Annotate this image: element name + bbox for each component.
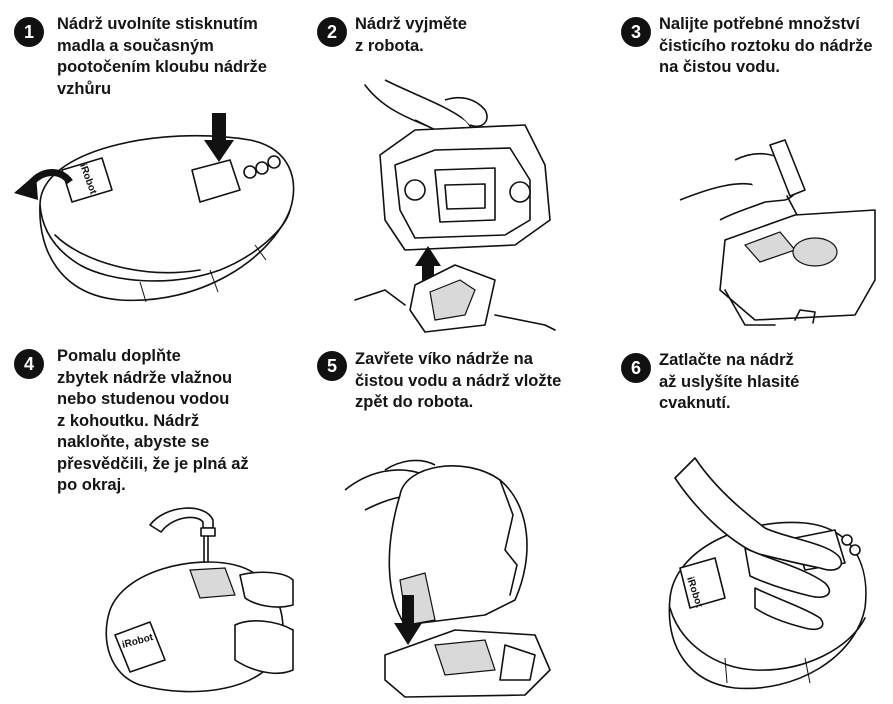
step-4-text: Pomalu doplňte zbytek nádrže vlažnou neb… <box>57 347 249 494</box>
arrow-down-icon <box>394 595 422 645</box>
step-3-badge: 3 <box>621 17 651 47</box>
step-1-text: Nádrž uvolníte stisknutím madla a součas… <box>57 15 267 98</box>
step-1-badge: 1 <box>14 17 44 47</box>
arrow-down-icon <box>204 113 234 162</box>
step-2-text: Nádrž vyjměte z robota. <box>355 15 467 55</box>
step-4-badge: 4 <box>14 349 44 379</box>
step-6-illustration: iRobot <box>668 457 867 690</box>
step-3-illustration <box>679 139 876 326</box>
step-4-illustration: iRobot <box>105 507 294 693</box>
step-2-badge: 2 <box>317 17 347 47</box>
step-3-text: Nalijte potřebné množství čisticího rozt… <box>659 15 873 76</box>
step-2-illustration <box>354 79 556 333</box>
step-5-text: Zavřete víko nádrže na čistou vodu a nád… <box>355 350 562 411</box>
step-5-badge: 5 <box>317 351 347 381</box>
curved-arrow-icon <box>14 169 73 200</box>
step-6-badge: 6 <box>621 353 651 383</box>
step-5-illustration <box>344 459 551 698</box>
step-1-illustration: iRobot <box>14 113 295 303</box>
step-6-text: Zatlačte na nádrž až uslyšíte hlasité cv… <box>659 351 800 412</box>
